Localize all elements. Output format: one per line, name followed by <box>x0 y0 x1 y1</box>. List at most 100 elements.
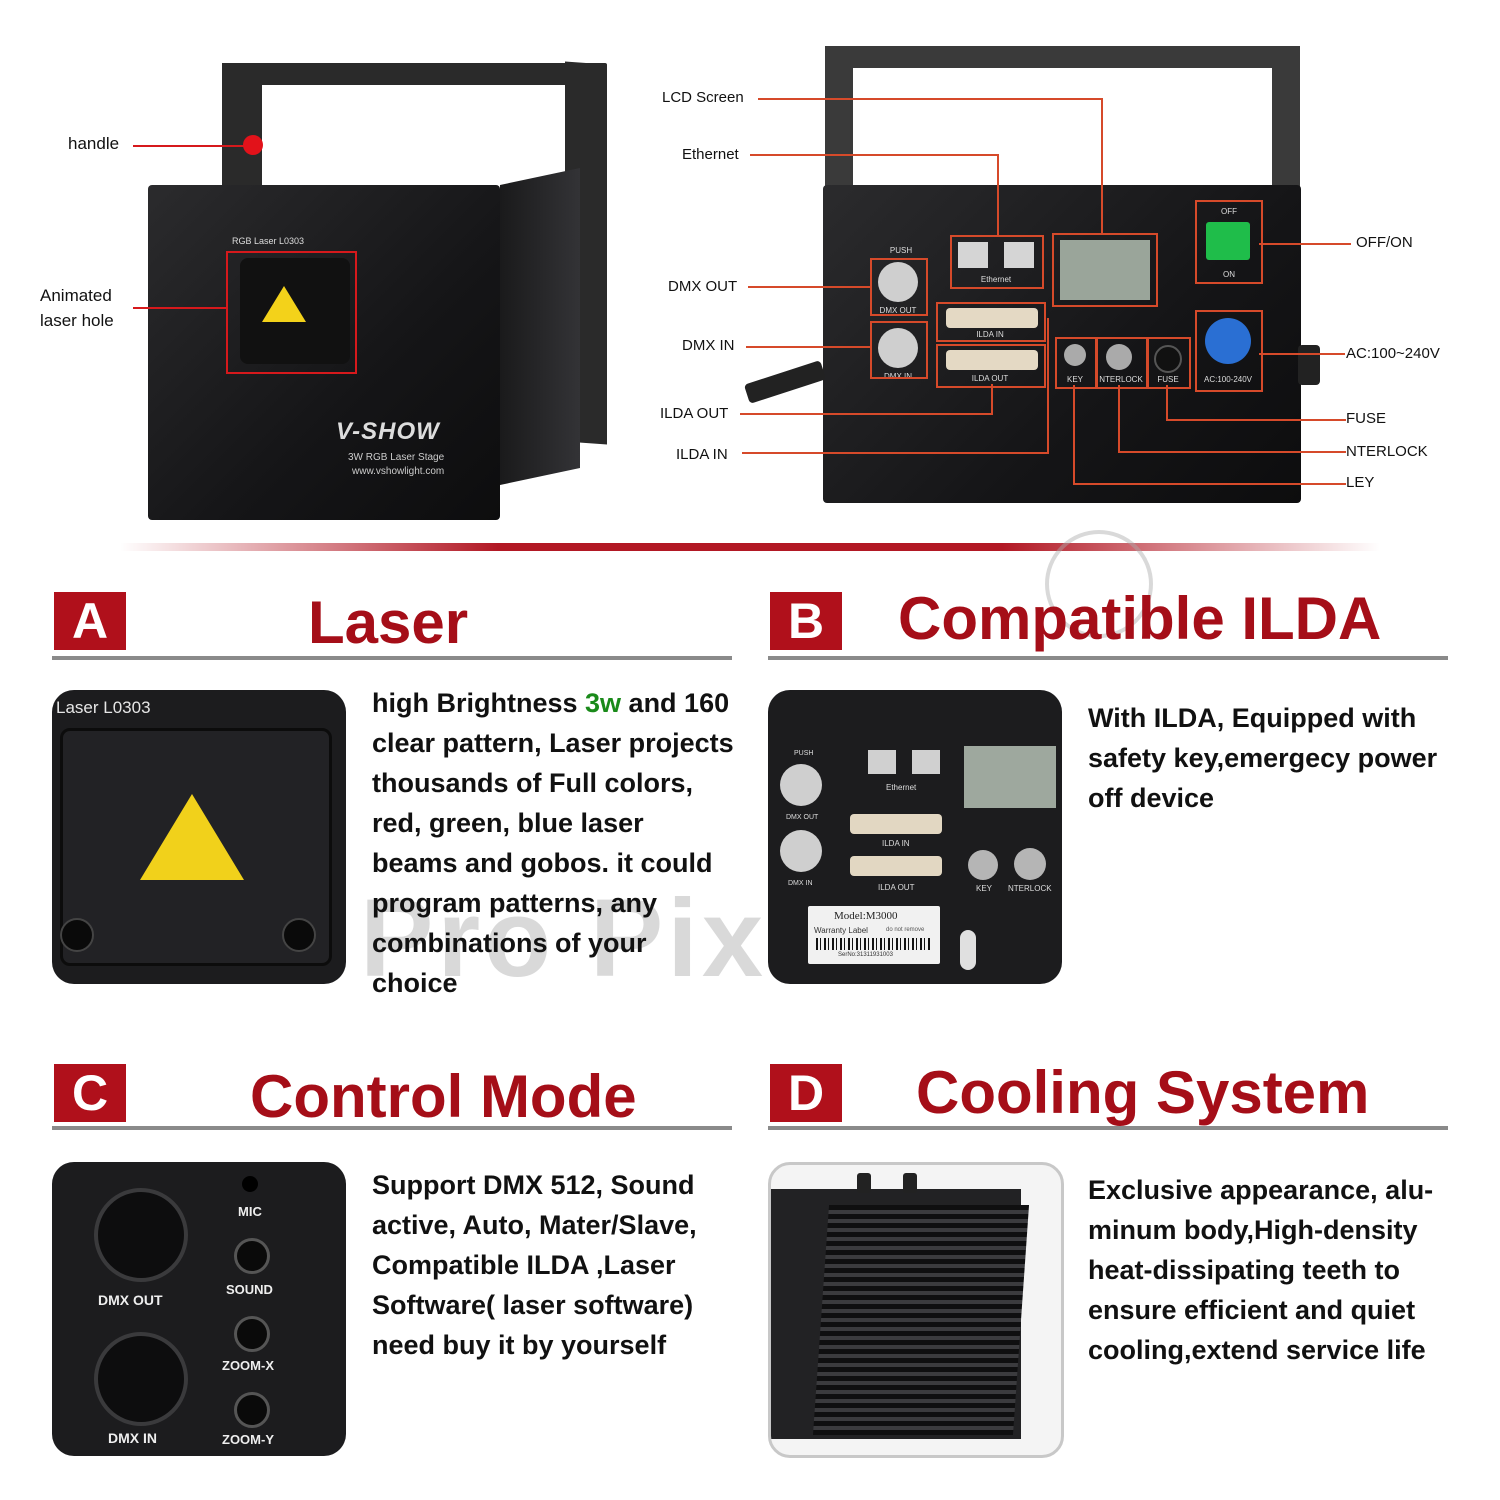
section-b-push-label: PUSH <box>794 750 814 757</box>
panel-interlock-label: NTERLOCK <box>1099 375 1143 384</box>
section-a-warning-icon <box>140 794 244 880</box>
section-a-title: Laser <box>308 589 469 656</box>
section-c-dmx-out-connector <box>94 1188 188 1282</box>
section-a-letter: A <box>54 592 126 650</box>
section-b-warranty-text: Warranty Label <box>814 926 868 935</box>
interlock-highlight <box>1096 337 1148 389</box>
section-b-key-label: KEY <box>976 884 993 893</box>
section-b-interlock-label: NTERLOCK <box>1008 884 1052 893</box>
fuse-highlight <box>1147 337 1191 389</box>
section-b-serial-text: SerNo:31311931003 <box>838 952 893 958</box>
key-switch <box>1064 344 1086 366</box>
panel-on-label: ON <box>1223 270 1235 279</box>
dmx-out-callout-label: DMX OUT <box>668 278 738 295</box>
section-b-title: Compatible ILDA <box>898 585 1382 652</box>
ilda-out-highlight <box>936 344 1046 388</box>
top-divider <box>120 543 1380 551</box>
rear-handle-right <box>1272 46 1300 191</box>
section-a-screw-right-icon <box>282 918 316 952</box>
section-b-model-text: Model:M3000 <box>834 910 898 922</box>
section-b-ilda-in-label: ILDA IN <box>882 839 910 848</box>
laser-hole-callout-line <box>133 307 227 309</box>
key-callout-label: LEY <box>1346 474 1375 491</box>
panel-ethernet-label: Ethernet <box>980 275 1012 284</box>
section-b-barcode <box>816 938 932 950</box>
ethernet-highlight <box>950 235 1044 289</box>
front-view-image: RGB Laser L0303 V-SHOW 3W RGB Laser Stag… <box>0 0 740 530</box>
panel-ac-label: AC:100-240V <box>1203 375 1253 384</box>
fuse-callout-line-v <box>1166 385 1168 421</box>
section-c-photo: DMX OUT DMX IN MIC SOUND ZOOM-X ZOOM-Y <box>52 1162 346 1456</box>
panel-dmx-in-label: DMX IN <box>884 372 912 381</box>
section-c-mic-icon <box>242 1176 258 1192</box>
section-b-rule <box>768 656 1448 660</box>
ethernet-port-1 <box>958 242 988 268</box>
section-b-dmx-out-label: DMX OUT <box>786 814 819 821</box>
off-on-callout-label: OFF/ON <box>1356 234 1413 251</box>
section-c-zoom-y-label: ZOOM-Y <box>222 1432 274 1447</box>
lcd-callout-line-v <box>1101 98 1103 234</box>
power-switch <box>1206 222 1250 260</box>
dmx-in-callout-label: DMX IN <box>682 337 735 354</box>
section-d-letter: D <box>770 1064 842 1122</box>
ilda-in-highlight <box>936 302 1046 342</box>
brand-logo: V-SHOW <box>336 418 440 445</box>
off-on-callout-line <box>1259 243 1351 245</box>
ethernet-callout-line-h <box>750 154 998 156</box>
handle-callout-dot <box>243 135 263 155</box>
section-a-description: high Brightness 3w and 160 clear pattern… <box>372 688 734 998</box>
section-c-description: Support DMX 512, Sound active, Auto, Mat… <box>372 1170 697 1360</box>
watermark-registered-icon <box>1045 530 1153 638</box>
key-callout-line-v <box>1073 385 1075 485</box>
fuse-callout-line-h <box>1166 419 1346 421</box>
ilda-out-callout-line-v <box>991 384 993 415</box>
section-b-dmx-in-label: DMX IN <box>788 880 813 887</box>
laser-unit-side <box>500 167 580 485</box>
section-a-photo-label: Laser L0303 <box>56 698 151 717</box>
section-c-zoom-x-knob <box>234 1316 270 1352</box>
interlock-callout-label: NTERLOCK <box>1346 443 1428 460</box>
section-b-photo: Ethernet PUSH DMX OUT DMX IN ILDA IN ILD… <box>768 690 1062 984</box>
laser-hole-callout-label: Animated laser hole <box>40 286 114 330</box>
section-b-description: With ILDA, Equipped with safety key,emer… <box>1088 703 1438 813</box>
section-d-description: Exclusive appearance, alu-minum body,Hig… <box>1088 1175 1434 1365</box>
ilda-in-callout-line-v <box>1047 318 1049 454</box>
dmx-out-connector <box>878 262 918 302</box>
handle-left-arm <box>222 63 262 193</box>
section-b-no-remove-text: do not remove <box>886 927 925 933</box>
power-switch-highlight <box>1195 200 1263 284</box>
section-c-zoom-y-knob <box>234 1392 270 1428</box>
rear-handle-left <box>825 46 853 191</box>
section-b-dmx-out-connector <box>780 764 822 806</box>
panel-off-label: OFF <box>1221 207 1237 216</box>
rear-handle-top <box>825 46 1300 68</box>
section-b-key-icon <box>960 930 976 970</box>
fuse-holder <box>1154 345 1182 373</box>
interlock-callout-line-h <box>1118 451 1346 453</box>
section-b-ethernet-label: Ethernet <box>886 783 917 792</box>
section-d-knob-1 <box>857 1173 871 1193</box>
handle-callout-line <box>133 145 247 147</box>
panel-fuse-label: FUSE <box>1157 375 1179 384</box>
ethernet-callout-line-v <box>997 154 999 236</box>
ac-highlight <box>1195 310 1263 392</box>
panel-key-label: KEY <box>1066 375 1083 384</box>
section-a-photo: Laser L0303 <box>52 690 346 984</box>
lcd-screen <box>1060 240 1150 300</box>
handle-callout-label: handle <box>68 134 120 153</box>
section-d-heatsink <box>812 1205 1030 1435</box>
panel-push-label: PUSH <box>889 246 913 255</box>
section-b-ilda-in-connector <box>850 814 942 834</box>
key-callout-line-h <box>1073 483 1346 485</box>
lcd-highlight <box>1052 233 1158 307</box>
model-label: RGB Laser L0303 <box>232 236 305 246</box>
handle-bar <box>222 63 607 85</box>
dmx-in-connector <box>878 328 918 368</box>
ilda-in-connector <box>946 308 1038 328</box>
section-c-title: Control Mode <box>250 1063 637 1130</box>
ethernet-callout-label: Ethernet <box>682 146 739 163</box>
section-c-dmx-in-label: DMX IN <box>108 1430 157 1446</box>
interlock-callout-line-v <box>1118 385 1120 453</box>
ac-callout-label: AC:100~240V <box>1346 345 1440 362</box>
section-b-lcd <box>964 746 1056 808</box>
